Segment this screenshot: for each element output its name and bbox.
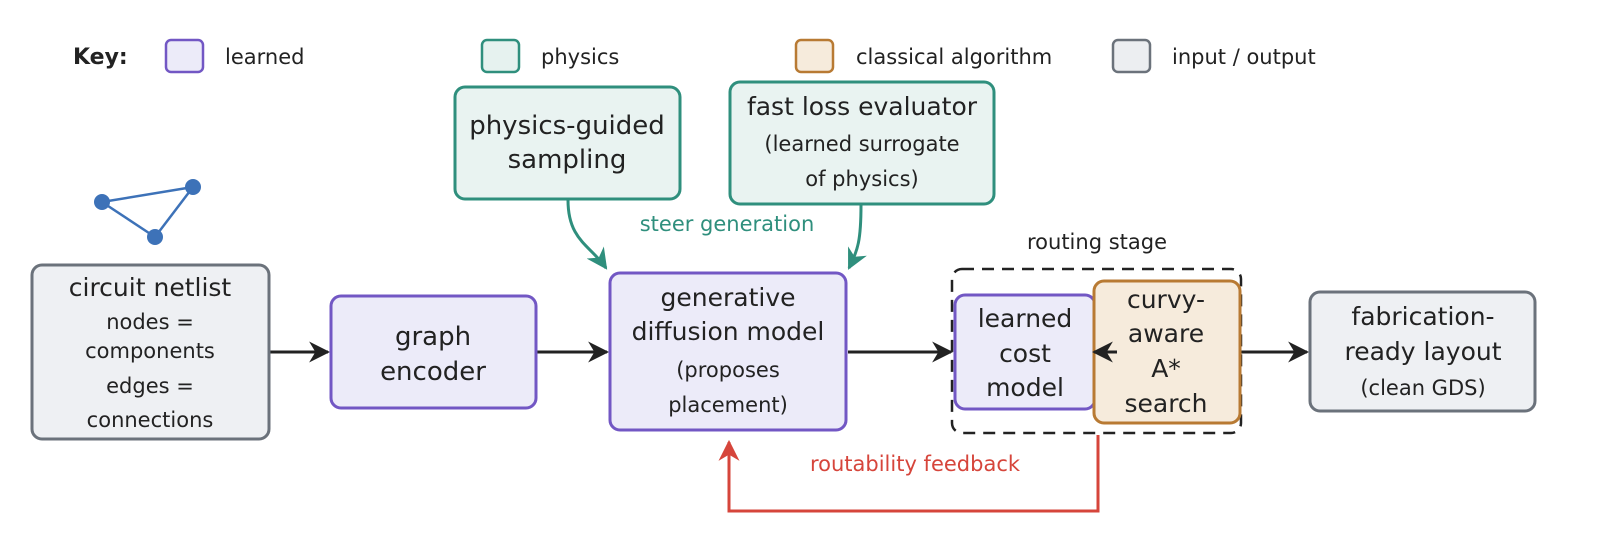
legend-swatch-physics	[480, 38, 521, 74]
netlist-box	[30, 263, 271, 441]
node-fast-loss-evaluator: fast loss evaluator (learned surrogate o…	[728, 80, 996, 206]
diffusion-box	[608, 271, 848, 432]
legend-label-classical: classical algorithm	[856, 45, 1052, 69]
legend-item-learned: learned	[164, 38, 304, 74]
netlist-line: edges =	[106, 374, 194, 398]
astar-line: search	[1124, 389, 1207, 418]
layout-box	[1308, 290, 1537, 413]
steer-arrows	[566, 199, 867, 270]
legend-label-physics: physics	[541, 45, 619, 69]
netlist-line: nodes =	[106, 310, 194, 334]
evaluator-box	[728, 80, 996, 206]
encoder-box	[329, 294, 538, 410]
astar-line: aware	[1128, 319, 1204, 348]
node-physics-guided-sampling: physics-guided sampling	[453, 85, 682, 201]
node-curvy-aware-astar: curvy- aware A* search	[1092, 279, 1242, 425]
layout-line: fabrication-	[1351, 302, 1494, 331]
legend: Key: learned physics classical algorithm…	[73, 38, 1316, 74]
cost-model-line: model	[986, 373, 1064, 402]
legend-item-classical: classical algorithm	[794, 38, 1052, 74]
node-circuit-netlist: circuit netlist nodes = components edges…	[30, 263, 271, 441]
feedback-loop	[718, 435, 1100, 513]
encoder-line: graph	[395, 322, 471, 352]
node-graph-encoder: graph encoder	[329, 294, 538, 410]
sampling-line: physics-guided	[469, 111, 665, 141]
node-diffusion-model: generative diffusion model (proposes pla…	[608, 271, 848, 432]
legend-swatch-learned	[164, 38, 205, 74]
diffusion-sub: (proposes	[676, 358, 780, 382]
routability-feedback-label: routability feedback	[810, 452, 1021, 476]
routing-stage-group: routing stage learned cost model curvy- …	[950, 230, 1243, 435]
arrow-sampling-to-diffusion	[566, 199, 608, 270]
evaluator-title: fast loss evaluator	[747, 92, 978, 121]
routing-stage-label: routing stage	[1027, 230, 1167, 254]
graph-node-icon	[94, 194, 110, 210]
graph-icon	[94, 179, 201, 245]
graph-node-icon	[147, 229, 163, 245]
diffusion-line: diffusion model	[632, 317, 825, 346]
legend-label-io: input / output	[1172, 45, 1316, 69]
layout-line: ready layout	[1344, 337, 1501, 366]
arrow-evaluator-to-diffusion	[847, 204, 867, 270]
diffusion-sub: placement)	[668, 393, 788, 417]
legend-swatch-io	[1111, 38, 1152, 74]
node-learned-cost-model: learned cost model	[953, 293, 1097, 411]
node-fabrication-layout: fabrication- ready layout (clean GDS)	[1308, 290, 1537, 413]
netlist-line: connections	[87, 408, 214, 432]
sampling-box	[453, 85, 682, 201]
legend-item-physics: physics	[480, 38, 619, 74]
layout-sub: (clean GDS)	[1360, 376, 1485, 400]
cost-model-line: cost	[999, 339, 1051, 368]
evaluator-sub: (learned surrogate	[764, 132, 959, 156]
evaluator-sub: of physics)	[805, 167, 918, 191]
legend-item-io: input / output	[1111, 38, 1316, 74]
cost-model-line: learned	[978, 304, 1073, 333]
legend-swatch-classical	[794, 38, 835, 74]
arrow-routability-feedback	[718, 435, 1100, 513]
netlist-line: components	[85, 339, 215, 363]
diffusion-line: generative	[661, 283, 796, 312]
astar-line: curvy-	[1127, 285, 1205, 314]
netlist-title: circuit netlist	[69, 273, 232, 302]
legend-heading: Key:	[73, 45, 128, 70]
sampling-line: sampling	[508, 145, 627, 175]
routing-stage-boundary	[950, 267, 1243, 435]
steer-generation-label: steer generation	[640, 212, 815, 236]
legend-label-learned: learned	[225, 45, 304, 69]
encoder-line: encoder	[380, 357, 486, 387]
graph-node-icon	[185, 179, 201, 195]
astar-line: A*	[1151, 354, 1181, 383]
